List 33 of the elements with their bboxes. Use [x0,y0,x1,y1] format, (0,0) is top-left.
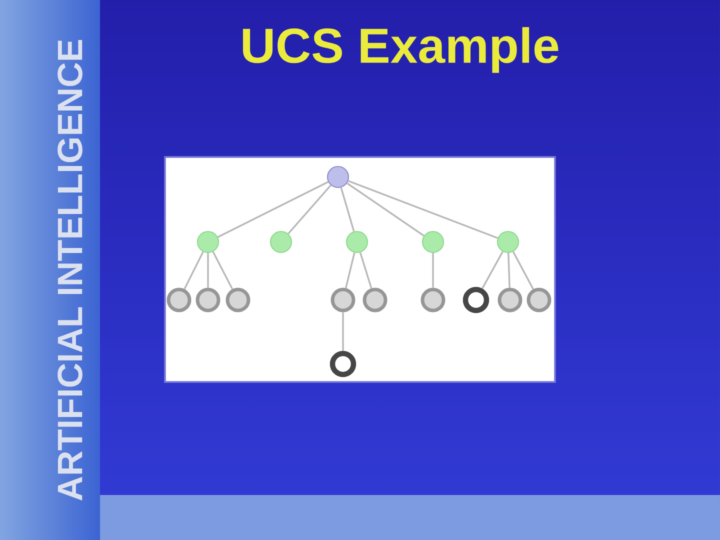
sidebar-text: ARTIFICIAL INTELLIGENCE [58,40,82,500]
node-circle [420,288,446,312]
tree-edge [288,184,332,234]
node-circle [346,230,368,254]
node-circle [330,288,356,312]
node-circle [498,288,522,312]
tree-edge [184,251,204,290]
tree-edge [345,252,356,288]
node-circle [166,288,192,312]
node-circle [226,288,250,312]
tree-edge [508,252,510,288]
tree-edge [482,251,504,289]
node-circle [270,230,292,254]
node-circle [422,230,444,254]
node-circle [196,230,220,254]
node-circle [496,230,520,254]
tree-edge [348,180,498,239]
node-circle [330,350,356,378]
node-circle [526,288,552,312]
tree-edge [207,253,209,288]
tree-edge [342,312,344,351]
node-circle [196,288,220,312]
node-circle [362,288,388,312]
node-circle [462,286,490,314]
tree-edge [340,187,355,232]
node-circle [326,166,350,188]
tree-edge [432,253,434,288]
tree-edge [359,252,372,289]
tree-edge [217,181,329,238]
tree-edge [346,182,424,236]
tree-edge [212,251,234,290]
title: UCS Example [242,27,558,73]
tree-edge [512,251,534,290]
